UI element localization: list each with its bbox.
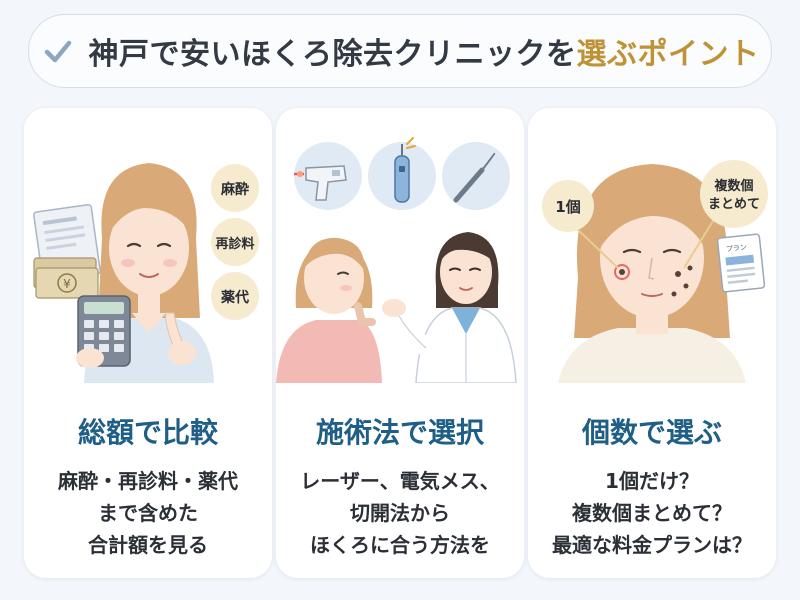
- bubble-medicine-fee: 薬代: [211, 272, 259, 320]
- scalpel-icon: [442, 142, 510, 210]
- laser-gun-icon: [294, 142, 362, 210]
- yen-bills-icon: ¥: [33, 257, 99, 299]
- bubble-label: 薬代: [221, 289, 249, 306]
- title-main: 神戸で安いほくろ除去クリニックを: [88, 37, 577, 72]
- bubble-revisit-fee: 再診料: [211, 218, 259, 266]
- bubble-label: 複数個: [713, 178, 753, 194]
- check-icon: [44, 40, 71, 63]
- card-mole-count: 1個 複数個 まとめて プラン 個数で選ぶ 1個だけ？ 複数個まとめて？ 最適な…: [528, 108, 776, 578]
- card-line: 合計額を見る: [88, 533, 208, 557]
- bubble-multiple: 複数個 まとめて: [700, 160, 768, 228]
- card-description: 麻酔・再診料・薬代 まで含めた 合計額を見る: [24, 465, 272, 561]
- card-line: 1個だけ？: [605, 469, 699, 493]
- plan-label: プラン: [726, 243, 748, 253]
- card-line: 複数個まとめて？: [572, 501, 732, 525]
- page-title: 神戸で安いほくろ除去クリニックを選ぶポイント: [89, 29, 760, 73]
- bubble-label: 再診料: [215, 236, 254, 252]
- card-heading: 総額で比較: [77, 416, 218, 449]
- bubble-single: 1個: [542, 180, 594, 232]
- card-line: レーザー、電気メス、: [300, 469, 500, 493]
- card-heading: 施術法で選択: [315, 416, 484, 449]
- bubble-anesthesia: 麻酔: [211, 164, 259, 212]
- card-treatment-method: 施術法で選択 レーザー、電気メス、 切開法から ほくろに合う方法を: [276, 108, 524, 578]
- card-line: まで含めた: [98, 501, 198, 525]
- card-heading: 個数で選ぶ: [581, 416, 722, 449]
- card-line: 麻酔・再診料・薬代: [58, 469, 238, 493]
- illustration-woman-moles: 1個 複数個 まとめて プラン: [542, 160, 768, 383]
- title-banner: 神戸で安いほくろ除去クリニックを選ぶポイント: [28, 14, 772, 88]
- card-total-price: ¥ 麻酔: [24, 108, 272, 578]
- illustration-doctor-consultation: [276, 137, 517, 383]
- title-accent: 選ぶポイント: [576, 37, 760, 72]
- card-description: 1個だけ？ 複数個まとめて？ 最適な料金プランは？: [528, 465, 776, 561]
- card-line: ほくろに合う方法を: [310, 533, 490, 557]
- electric-scalpel-icon: [368, 137, 436, 210]
- svg-text:¥: ¥: [63, 277, 71, 291]
- card-line: 切開法から: [350, 501, 450, 525]
- card-line: 最適な料金プランは？: [552, 533, 752, 557]
- bubble-label: 1個: [555, 198, 580, 216]
- bubble-label: 麻酔: [220, 181, 249, 198]
- card-description: レーザー、電気メス、 切開法から ほくろに合う方法を: [276, 465, 524, 561]
- price-plan-icon: プラン: [716, 233, 766, 293]
- illustration-woman-calculator: ¥ 麻酔: [33, 163, 259, 383]
- bubble-label: まとめて: [708, 197, 760, 212]
